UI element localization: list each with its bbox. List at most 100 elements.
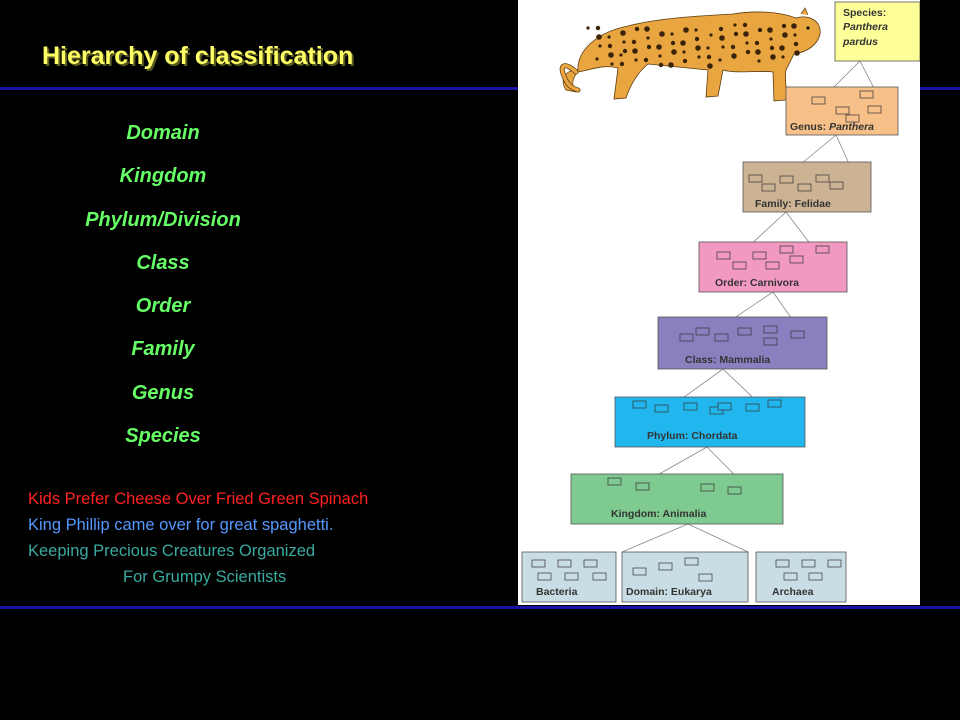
bact-member-square	[557, 559, 572, 568]
leopard-spot	[658, 54, 662, 58]
leopard-spot	[709, 33, 713, 37]
euk-member-square	[658, 562, 673, 571]
bact-member-square	[592, 572, 607, 581]
mnemonic-1: Kids Prefer Cheese Over Fried Green Spin…	[28, 490, 369, 508]
class-member-square	[763, 337, 778, 346]
phylum-member-square	[683, 402, 698, 411]
leopard-spot	[656, 44, 662, 50]
leopard-spot	[769, 45, 775, 51]
kingdom-label: Kingdom: Animalia	[611, 508, 706, 520]
leopard-spot	[769, 37, 773, 41]
slide-title: Hierarchy of classification	[42, 42, 354, 70]
leopard-spot	[781, 55, 785, 59]
leopard-spot	[707, 63, 713, 69]
leopard-illustration	[559, 7, 821, 102]
leopard-spot	[767, 27, 773, 33]
leopard-spot	[658, 62, 664, 68]
family-label: Family: Felidae	[755, 198, 831, 210]
bact-member-square	[583, 559, 598, 568]
leopard-spot	[755, 49, 761, 55]
leopard-spot	[608, 52, 614, 58]
leopard-spot	[619, 61, 625, 67]
leopard-spot	[706, 46, 710, 50]
euk-member-square	[632, 567, 647, 576]
genus-member-square	[859, 90, 874, 99]
leopard-spot	[779, 45, 785, 51]
leopard-spot	[634, 58, 638, 62]
leopard-spot	[745, 49, 751, 55]
phylum-member-square	[654, 404, 669, 413]
class-member-square	[679, 333, 694, 342]
leopard-spot	[644, 26, 650, 32]
leopard-spot	[586, 26, 590, 30]
bact-member-square	[531, 559, 546, 568]
genus-member-square	[867, 105, 882, 114]
arch-member-square	[783, 572, 798, 581]
leopard-spot	[671, 49, 677, 55]
phylum-member-square	[632, 400, 647, 409]
species-prefix: Species:	[843, 7, 886, 19]
archaea-label: Archaea	[772, 586, 814, 598]
level-order: Order	[135, 295, 191, 318]
leopard-spot	[694, 36, 700, 42]
class-member-square	[714, 333, 729, 342]
bact-member-square	[537, 572, 552, 581]
leopard-spot	[718, 26, 724, 32]
leopard-spot	[719, 35, 725, 41]
leopard-spot	[757, 27, 763, 33]
leopard-spot	[794, 50, 800, 56]
leopard-spot	[754, 40, 760, 46]
order-member-square	[716, 251, 731, 260]
bacteria-label: Bacteria	[536, 586, 578, 598]
class-box	[657, 316, 828, 370]
euk-member-square	[698, 573, 713, 582]
leopard-spot	[622, 48, 628, 54]
connector-line	[687, 523, 749, 553]
leopard-spot	[668, 62, 674, 68]
leopard-spot	[596, 34, 602, 40]
family-member-square	[748, 174, 763, 183]
family-member-square	[779, 175, 794, 184]
phylum-member-square	[745, 403, 760, 412]
level-class: Class	[136, 251, 190, 274]
kingdom-member-square	[727, 486, 742, 495]
level-family: Family	[131, 338, 195, 361]
leopard-spot	[595, 57, 599, 61]
leopard-spot	[646, 44, 652, 50]
class-member-square	[763, 325, 778, 334]
leopard-spot	[670, 40, 676, 46]
leopard-spot	[733, 23, 737, 27]
leopard-spot	[745, 41, 749, 45]
leopard-spot	[731, 53, 737, 59]
order-member-square	[789, 255, 804, 264]
arch-member-square	[827, 559, 842, 568]
level-genus: Genus	[131, 381, 195, 404]
leopard-spot	[622, 40, 626, 44]
leopard-spot	[680, 40, 686, 46]
euk-member-square	[684, 557, 699, 566]
leopard-spot	[634, 26, 640, 32]
leopard-spot	[742, 22, 748, 28]
phylum-member-square	[767, 399, 782, 408]
mnemonic-4: For Grumpy Scientists	[123, 568, 287, 586]
leopard-spot	[721, 45, 725, 49]
leopard-spot	[682, 58, 688, 64]
leopard-spot	[659, 31, 665, 37]
class-member-square	[790, 330, 805, 339]
leopard-spot	[619, 53, 623, 57]
order-label: Order: Carnivora	[715, 277, 799, 289]
order-member-square	[779, 245, 794, 254]
phylum-member-square	[709, 406, 724, 415]
class-member-square	[695, 327, 710, 336]
leopard-spot	[791, 23, 797, 29]
leopard-spot	[781, 23, 787, 29]
leopard-spot	[733, 31, 739, 37]
leopard-spot	[793, 33, 797, 37]
leopard-spot	[770, 54, 776, 60]
leopard-spot	[743, 31, 749, 37]
order-member-square	[815, 245, 830, 254]
phylum-member-square	[717, 402, 732, 411]
family-member-square	[829, 181, 844, 190]
species-epithet: pardus	[842, 36, 878, 48]
kingdom-box	[570, 473, 784, 525]
